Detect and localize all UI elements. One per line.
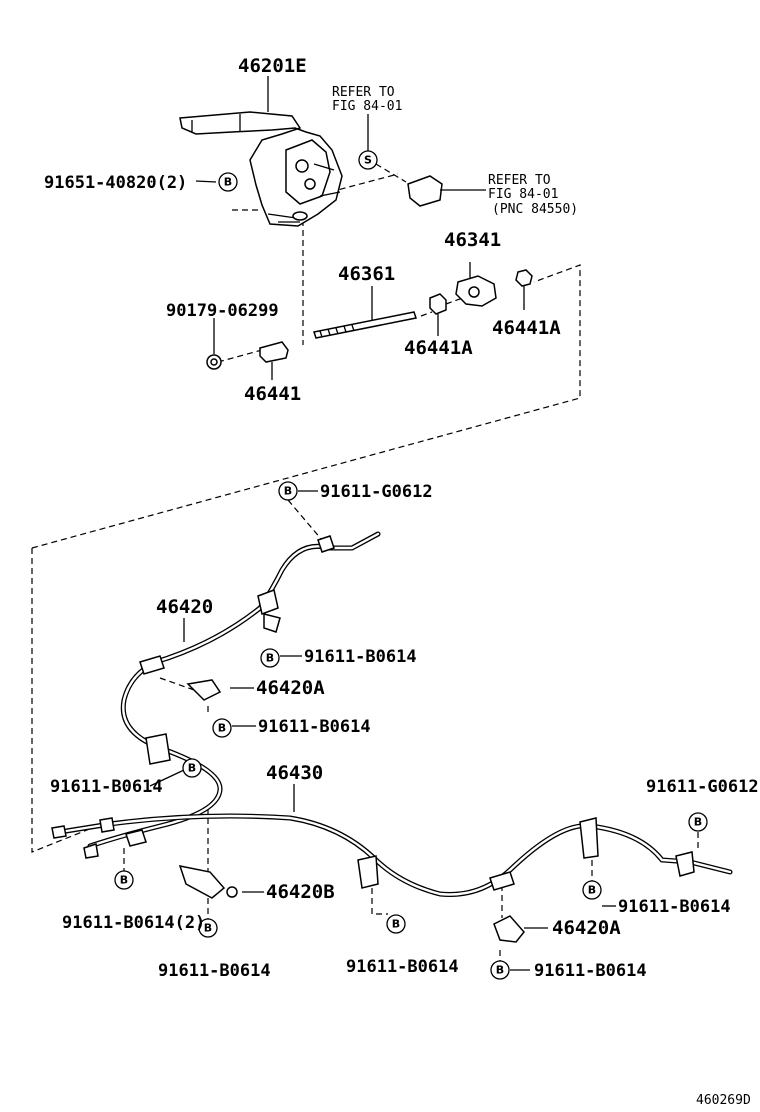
circle-b-badge-b0614-4: B bbox=[582, 880, 602, 900]
figure-id: 460269D bbox=[696, 1093, 751, 1108]
label-46420: 46420 bbox=[156, 596, 213, 618]
svg-text:B: B bbox=[218, 722, 226, 735]
label-91611-B0614-1: 91611-B0614 bbox=[304, 647, 417, 667]
svg-text:B: B bbox=[694, 816, 702, 829]
label-46341: 46341 bbox=[444, 229, 501, 251]
leader-lines bbox=[149, 76, 616, 971]
svg-text:B: B bbox=[392, 918, 400, 931]
circle-b-badge-b0614-2: B bbox=[212, 718, 232, 738]
label-91611-G0612-top: 91611-G0612 bbox=[320, 482, 433, 502]
label-91651-40820: 91651-40820(2) bbox=[44, 173, 187, 193]
svg-text:B: B bbox=[588, 884, 596, 897]
svg-text:B: B bbox=[224, 176, 232, 189]
circle-b-badge-b0614-1: B bbox=[260, 648, 280, 668]
circle-b-badge-b0614-5: B bbox=[198, 918, 218, 938]
cable-46420 bbox=[87, 531, 381, 849]
label-90179-06299: 90179-06299 bbox=[166, 301, 279, 321]
circle-s-badge: S bbox=[358, 150, 378, 170]
dashed-guide-lines bbox=[31, 163, 699, 962]
circle-b-badge-g0612-right: B bbox=[688, 812, 708, 832]
label-91611-B0614-5: 91611-B0614 bbox=[158, 961, 271, 981]
label-46430: 46430 bbox=[266, 762, 323, 784]
adjusting-rod-46361 bbox=[313, 311, 417, 339]
label-fig-84-01-1: FIG 84-01 bbox=[332, 99, 402, 114]
label-46441A-right: 46441A bbox=[492, 317, 561, 339]
label-91611-B0614-2: 91611-B0614 bbox=[258, 717, 371, 737]
nut-46441A-right bbox=[515, 269, 533, 287]
joint-46441 bbox=[259, 341, 289, 363]
nut-90179-06299 bbox=[206, 354, 222, 370]
equalizer-46341 bbox=[455, 262, 497, 307]
nut-46441A-left bbox=[429, 293, 447, 315]
label-91611-B0614-3: 91611-B0614 bbox=[50, 777, 163, 797]
label-46201E: 46201E bbox=[238, 55, 307, 77]
label-91611-B0614-6: 91611-B0614 bbox=[346, 957, 459, 977]
svg-text:B: B bbox=[188, 762, 196, 775]
label-46441A-left: 46441A bbox=[404, 337, 473, 359]
parking-brake-lever-46201E bbox=[179, 111, 343, 227]
label-46441: 46441 bbox=[244, 383, 301, 405]
svg-text:B: B bbox=[204, 922, 212, 935]
label-refer-to-2: REFER TO bbox=[488, 173, 551, 188]
circle-b-badge-b0614-7: B bbox=[490, 960, 510, 980]
svg-text:S: S bbox=[364, 154, 372, 167]
cable-brackets bbox=[51, 535, 695, 943]
svg-text:B: B bbox=[496, 964, 504, 977]
label-91611-B0614-7: 91611-B0614 bbox=[534, 961, 647, 981]
refer-part-84550 bbox=[407, 175, 486, 207]
circle-b-badge-b0614-3: B bbox=[182, 758, 202, 778]
label-46420B: 46420B bbox=[266, 881, 335, 903]
label-46361: 46361 bbox=[338, 263, 395, 285]
circle-b-badge-b0614-6: B bbox=[386, 914, 406, 934]
label-46420A-top: 46420A bbox=[256, 677, 325, 699]
label-pnc-84550: (PNC 84550) bbox=[492, 202, 578, 217]
label-46420A-bottom: 46420A bbox=[552, 917, 621, 939]
svg-text:B: B bbox=[266, 652, 274, 665]
circle-b-badge-g0612-top: B bbox=[278, 481, 298, 501]
label-fig-84-01-2: FIG 84-01 bbox=[488, 187, 558, 202]
label-91611-B0614-4: 91611-B0614 bbox=[618, 897, 731, 917]
label-91611-B0614-2x: 91611-B0614(2) bbox=[62, 913, 205, 933]
svg-text:B: B bbox=[120, 874, 128, 887]
label-refer-to-1: REFER TO bbox=[332, 85, 395, 100]
label-91611-G0612-right: 91611-G0612 bbox=[646, 777, 759, 797]
circle-b-badge-91651: B bbox=[218, 172, 238, 192]
svg-text:B: B bbox=[284, 485, 292, 498]
circle-b-badge-b0614-left: B bbox=[114, 870, 134, 890]
